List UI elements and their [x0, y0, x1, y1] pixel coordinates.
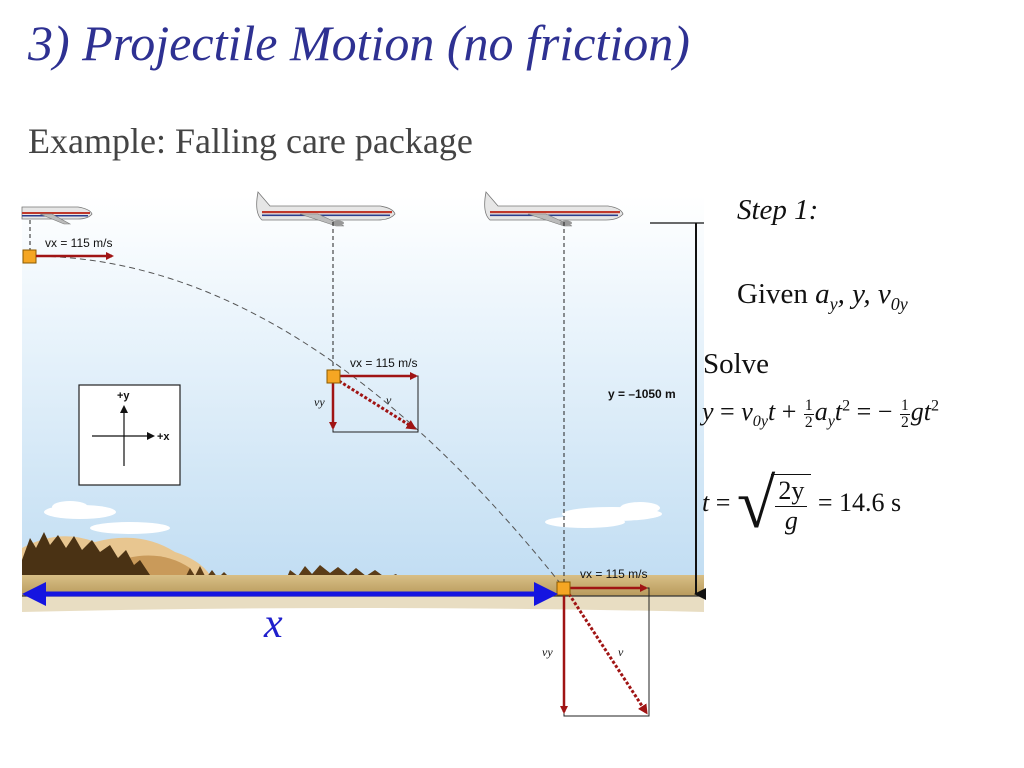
- eq1-t2: t: [834, 397, 843, 426]
- solve-label: Solve: [703, 348, 770, 380]
- eq1-plus: +: [775, 397, 803, 426]
- eq1-gt: gt: [910, 397, 931, 426]
- given-v-sub: 0y: [890, 293, 908, 314]
- given-y: y,: [844, 278, 878, 310]
- given-prefix: Given: [737, 278, 808, 310]
- given-ay-sub: y: [829, 293, 838, 314]
- height-label: y = –1050 m: [608, 387, 676, 401]
- slide-title: 3) Projectile Motion (no friction): [28, 15, 690, 71]
- eq1-half-den: 2: [804, 413, 813, 431]
- vy-label-3: vy: [542, 645, 553, 659]
- vx-label-3: vx = 115 m/s: [580, 567, 647, 581]
- eq1-a-sub: y: [827, 413, 835, 431]
- airplane-1: [21, 206, 93, 225]
- eq1-half2-den: 2: [900, 413, 909, 431]
- airplane-2: [256, 191, 396, 227]
- given-sep: ,: [837, 278, 845, 310]
- axis-plus-x-label: +x: [157, 431, 170, 443]
- eq1-half-num: 1: [803, 396, 814, 415]
- eq1-y: y: [702, 397, 714, 426]
- eq1-a: a: [814, 397, 828, 426]
- eq1-half2-num: 1: [899, 396, 910, 415]
- vx-label-2: vx = 115 m/s: [350, 356, 417, 370]
- package-1: [22, 249, 37, 264]
- clouds: [44, 501, 662, 534]
- package-3: [556, 581, 571, 596]
- eq1-v-sub: 0y: [752, 413, 768, 431]
- eq2-numerator: 2y: [775, 477, 808, 507]
- eq1-t: t: [767, 397, 776, 426]
- eq2-equals: =: [709, 487, 737, 517]
- eq2-denominator: g: [784, 506, 798, 535]
- distance-x-arrow: [22, 582, 558, 606]
- eq1-square-2: 2: [931, 397, 940, 415]
- axis-plus-y-label: +y: [117, 390, 130, 402]
- vy-label-2: vy: [314, 395, 325, 409]
- given-ay: a: [815, 278, 830, 310]
- v-label-2: v: [386, 393, 392, 407]
- eq1-square: 2: [842, 397, 851, 415]
- slide-subtitle: Example: Falling care package: [28, 121, 473, 161]
- coordinate-axes: +y +x: [78, 384, 181, 486]
- eq1-equals: =: [713, 397, 742, 426]
- eq1-v: v: [741, 397, 753, 426]
- given-v: v: [877, 278, 891, 310]
- eq1-equals-minus: = −: [850, 397, 899, 426]
- trajectory-path: [29, 255, 565, 589]
- eq2-t: t: [702, 487, 710, 517]
- v-arrow-3: [567, 593, 648, 715]
- given-line: Given ay, y, v0y: [737, 278, 908, 315]
- v-label-3: v: [618, 645, 624, 659]
- landscape: [22, 532, 704, 612]
- airplane-3: [484, 191, 624, 227]
- package-2: [326, 369, 341, 384]
- distance-x-label: x: [264, 601, 283, 647]
- step-label: Step 1:: [737, 194, 819, 226]
- eq2-result: = 14.6 s: [811, 487, 902, 517]
- sqrt-sign: √: [736, 466, 776, 543]
- vx-label-1: vx = 115 m/s: [45, 236, 112, 250]
